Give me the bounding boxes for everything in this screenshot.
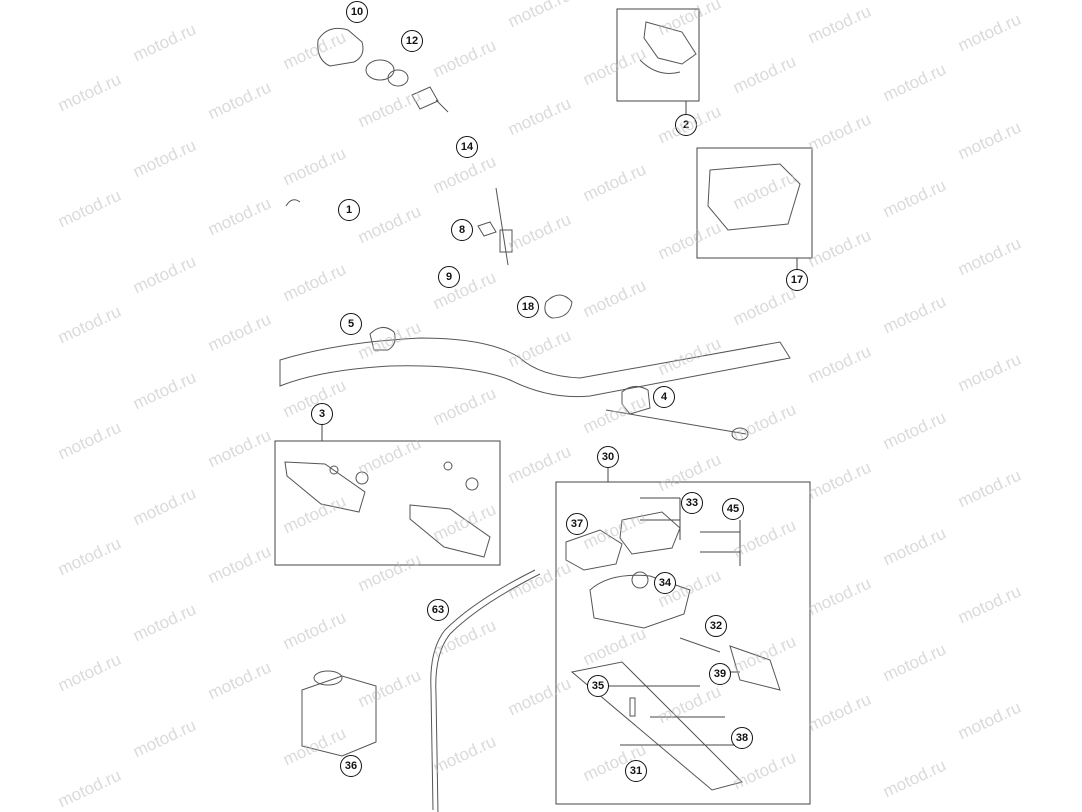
callout-5[interactable]: 5 xyxy=(340,313,362,335)
callout-9[interactable]: 9 xyxy=(438,266,460,288)
part-3-bolt-4 xyxy=(465,477,479,491)
part-4-clamp xyxy=(621,386,651,415)
part-17-grip xyxy=(707,163,801,231)
callout-1[interactable]: 1 xyxy=(338,199,360,221)
part-11-sleeve xyxy=(411,86,439,110)
part-4-cable xyxy=(605,409,747,435)
part-37-cover xyxy=(565,529,623,571)
part-3-guard-left xyxy=(284,461,366,513)
callout-35[interactable]: 35 xyxy=(587,675,609,697)
part-36-cap xyxy=(313,670,343,686)
callout-38[interactable]: 38 xyxy=(731,727,753,749)
group-box-3 xyxy=(274,440,501,566)
part-5-clamp xyxy=(369,327,396,351)
part-32-spring xyxy=(679,637,721,653)
part-12-ring xyxy=(365,59,395,81)
part-1-clamp xyxy=(285,199,301,207)
callout-36[interactable]: 36 xyxy=(340,755,362,777)
part-2-switch xyxy=(643,21,697,65)
callout-3[interactable]: 3 xyxy=(311,403,333,425)
callout-14[interactable]: 14 xyxy=(456,136,478,158)
group-box-17 xyxy=(696,147,813,259)
part-12-ring-2 xyxy=(387,69,409,87)
callout-33[interactable]: 33 xyxy=(681,492,703,514)
part-30-cap xyxy=(619,511,681,555)
part-2-cable xyxy=(639,59,681,74)
callout-10[interactable]: 10 xyxy=(346,1,368,23)
callout-4[interactable]: 4 xyxy=(653,386,675,408)
callout-8[interactable]: 8 xyxy=(451,219,473,241)
callout-63[interactable]: 63 xyxy=(427,599,449,621)
part-63-hose xyxy=(430,569,536,811)
callout-2[interactable]: 2 xyxy=(675,114,697,136)
part-10-housing xyxy=(317,27,364,67)
callout-39[interactable]: 39 xyxy=(709,663,731,685)
part-35-pin xyxy=(629,697,636,717)
part-3-guard-right xyxy=(409,504,491,558)
callout-17[interactable]: 17 xyxy=(786,269,808,291)
callout-18[interactable]: 18 xyxy=(517,296,539,318)
callout-12[interactable]: 12 xyxy=(401,30,423,52)
part-36-reservoir xyxy=(301,675,377,757)
part-4-end xyxy=(731,427,749,441)
callout-31[interactable]: 31 xyxy=(625,760,647,782)
callout-37[interactable]: 37 xyxy=(566,513,588,535)
part-14-screw xyxy=(435,99,449,113)
part-3-bolt-1 xyxy=(329,465,339,475)
group-box-30 xyxy=(555,481,811,805)
part-39-lever xyxy=(729,645,781,691)
part-18-cap xyxy=(544,294,573,319)
part-3-bolt-2 xyxy=(355,471,369,485)
part-63-hose-2 xyxy=(435,573,541,812)
part-34-nut xyxy=(631,571,649,589)
part-8-bracket xyxy=(477,221,497,237)
callout-32[interactable]: 32 xyxy=(705,615,727,637)
handlebar xyxy=(279,337,791,398)
callout-30[interactable]: 30 xyxy=(597,446,619,468)
callout-34[interactable]: 34 xyxy=(654,572,676,594)
callout-45[interactable]: 45 xyxy=(722,498,744,520)
part-8-cable xyxy=(495,187,509,266)
group-box-2 xyxy=(616,8,700,102)
part-8-body xyxy=(499,229,513,253)
part-31-lever xyxy=(570,661,743,791)
part-3-bolt-3 xyxy=(443,461,453,471)
